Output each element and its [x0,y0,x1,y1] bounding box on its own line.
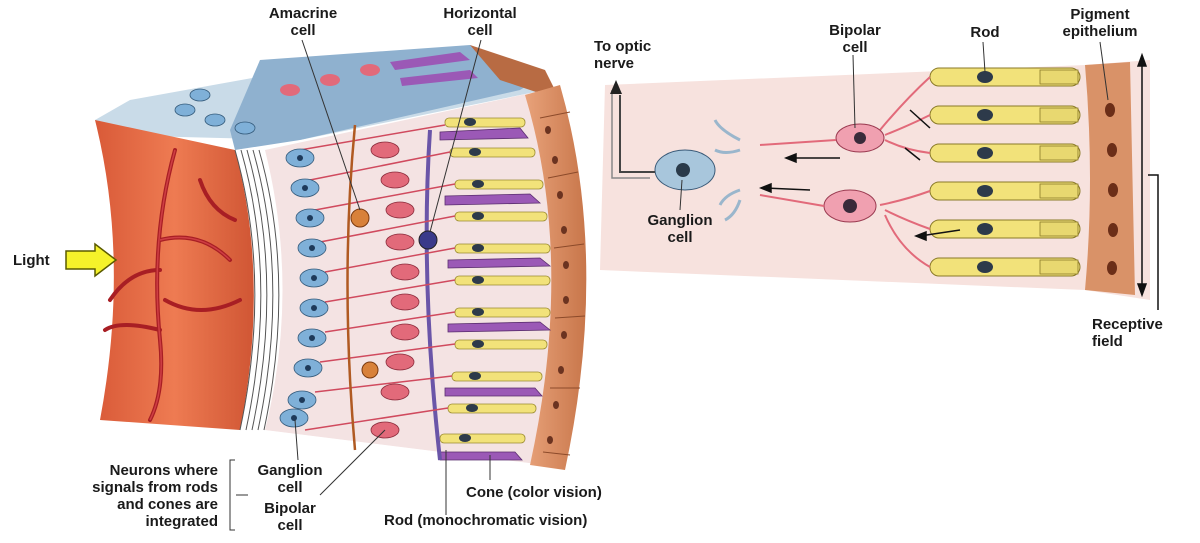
label-bipolar-cell-left: Bipolar cell [245,500,335,534]
label-light: Light [13,252,73,269]
label-pigment-epithelium: Pigment epithelium [1045,6,1155,40]
label-ganglion-cell-left: Ganglion cell [245,462,335,496]
label-horizontal-cell: Horizontal cell [425,5,535,39]
pigment-epithelium-right [1085,62,1135,295]
label-receptive-field: Receptive field [1092,316,1192,350]
label-bipolar-cell-right: Bipolar cell [810,22,900,56]
vessel-tissue [95,120,254,430]
label-rod: Rod (monochromatic vision) [384,512,654,529]
light-arrow [66,244,116,276]
label-rod-right: Rod [955,24,1015,41]
label-neurons-integrated: Neurons where signals from rods and cone… [50,462,218,530]
label-to-optic-nerve: To optic nerve [594,38,684,72]
label-cone: Cone (color vision) [466,484,656,501]
label-ganglion-cell-right: Ganglion cell [630,212,730,246]
label-amacrine-cell: Amacrine cell [258,5,348,39]
